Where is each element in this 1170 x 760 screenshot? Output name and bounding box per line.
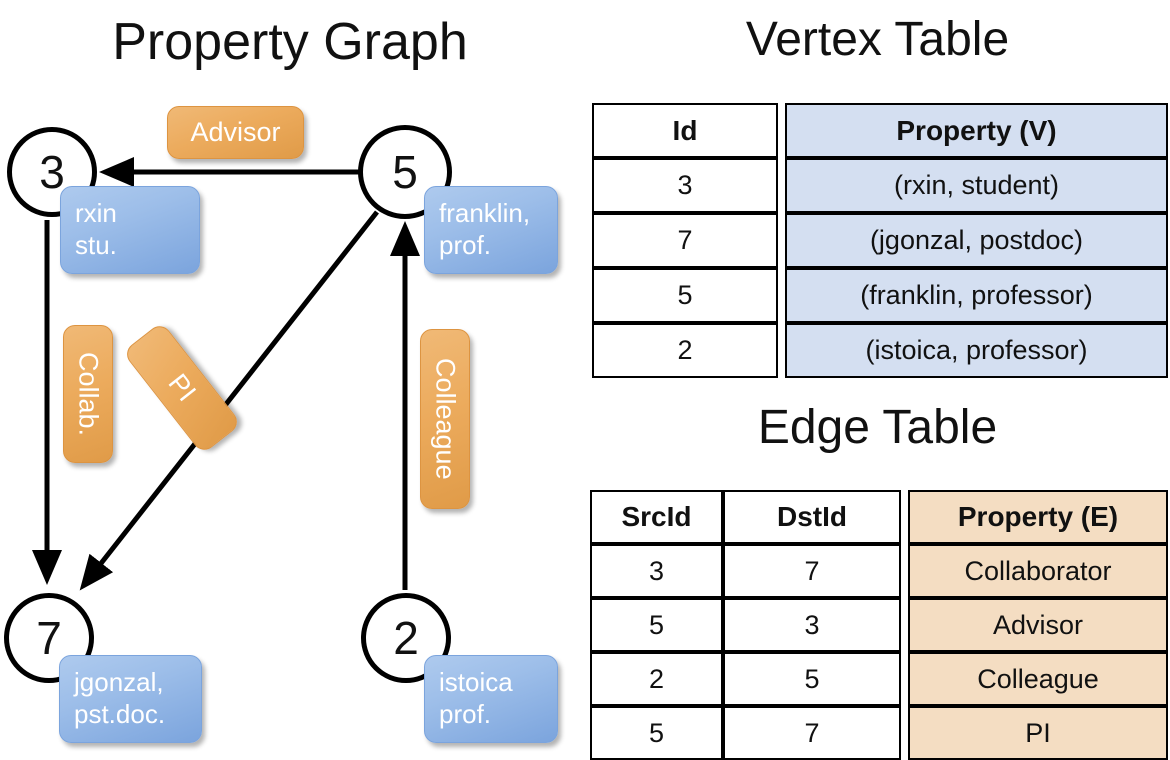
page-title-edge-table: Edge Table — [757, 401, 998, 454]
node-property-box-istoica: istoica prof. — [424, 655, 558, 743]
column-gap — [901, 544, 908, 598]
edge-cell-property: Advisor — [908, 598, 1168, 652]
edge-header-srcid: SrcId — [590, 490, 723, 544]
page-title-vertex-table: Vertex Table — [745, 13, 1010, 66]
column-gap — [901, 706, 908, 760]
table-row: 5 7 PI — [590, 706, 1168, 760]
edge-cell-srcid: 3 — [590, 544, 723, 598]
node-property-line2: pst.doc. — [74, 699, 166, 729]
edge-cell-srcid: 5 — [590, 598, 723, 652]
page-title-property-graph: Property Graph — [112, 13, 468, 71]
edge-label-text: Colleague — [430, 358, 461, 480]
edge-header-dstid: DstId — [723, 490, 901, 544]
edge-cell-property: PI — [908, 706, 1168, 760]
vertex-cell-property: (rxin, student) — [785, 158, 1168, 213]
node-property-box-jgonzal: jgonzal, pst.doc. — [59, 655, 202, 743]
edge-cell-dstid: 7 — [723, 706, 901, 760]
node-property-box-rxin: rxin stu. — [60, 186, 200, 274]
column-gap — [901, 652, 908, 706]
table-row: 3 (rxin, student) — [592, 158, 1168, 213]
edge-label-text: Advisor — [190, 117, 281, 148]
edge-label-collab: Collab. — [63, 325, 113, 463]
edge-cell-property: Colleague — [908, 652, 1168, 706]
table-row: 2 5 Colleague — [590, 652, 1168, 706]
node-property-line2: stu. — [75, 230, 117, 260]
node-property-line1: istoica — [439, 667, 513, 698]
table-row: 7 (jgonzal, postdoc) — [592, 213, 1168, 268]
node-property-box-franklin: franklin, prof. — [424, 186, 558, 274]
column-gap — [778, 158, 785, 213]
vertex-header-id: Id — [592, 103, 778, 158]
vertex-table: Id Property (V) 3 (rxin, student) 7 (jgo… — [592, 103, 1168, 378]
edge-header-property: Property (E) — [908, 490, 1168, 544]
property-graph-panel: Property Graph 3 5 7 2 rxin stu. frankli… — [4, 13, 558, 743]
table-row: 5 3 Advisor — [590, 598, 1168, 652]
graph-edges — [32, 157, 420, 591]
table-row: 2 (istoica, professor) — [592, 323, 1168, 378]
node-property-line1: franklin, — [439, 198, 531, 229]
node-property-line1: rxin — [75, 198, 117, 229]
node-property-line2: prof. — [439, 699, 492, 729]
vertex-header-property: Property (V) — [785, 103, 1168, 158]
column-gap — [778, 213, 785, 268]
vertex-cell-id: 2 — [592, 323, 778, 378]
edge-cell-dstid: 7 — [723, 544, 901, 598]
node-property-line2: prof. — [439, 230, 492, 260]
edge-table: SrcId DstId Property (E) 3 7 Collaborato… — [590, 490, 1168, 760]
vertex-cell-property: (istoica, professor) — [785, 323, 1168, 378]
column-gap — [901, 490, 908, 544]
vertex-cell-property: (franklin, professor) — [785, 268, 1168, 323]
vertex-cell-property: (jgonzal, postdoc) — [785, 213, 1168, 268]
edge-cell-dstid: 5 — [723, 652, 901, 706]
edge-cell-srcid: 5 — [590, 706, 723, 760]
vertex-cell-id: 5 — [592, 268, 778, 323]
column-gap — [778, 268, 785, 323]
vertex-cell-id: 7 — [592, 213, 778, 268]
table-header-row: Id Property (V) — [592, 103, 1168, 158]
edge-label-advisor: Advisor — [167, 106, 304, 159]
edge-label-colleague: Colleague — [420, 329, 470, 509]
column-gap — [901, 598, 908, 652]
node-property-line1: jgonzal, — [74, 667, 164, 698]
edge-label-text: PI — [162, 368, 203, 407]
column-gap — [778, 103, 785, 158]
graph-node-2[interactable]: 2 — [361, 593, 451, 683]
table-row: 5 (franklin, professor) — [592, 268, 1168, 323]
edge-5-to-7 — [79, 210, 379, 591]
column-gap — [778, 323, 785, 378]
edge-label-text: Collab. — [73, 351, 104, 437]
table-header-row: SrcId DstId Property (E) — [590, 490, 1168, 544]
edge-cell-dstid: 3 — [723, 598, 901, 652]
vertex-cell-id: 3 — [592, 158, 778, 213]
graph-node-5[interactable]: 5 — [358, 125, 452, 219]
edge-cell-property: Collaborator — [908, 544, 1168, 598]
table-row: 3 7 Collaborator — [590, 544, 1168, 598]
edge-cell-srcid: 2 — [590, 652, 723, 706]
